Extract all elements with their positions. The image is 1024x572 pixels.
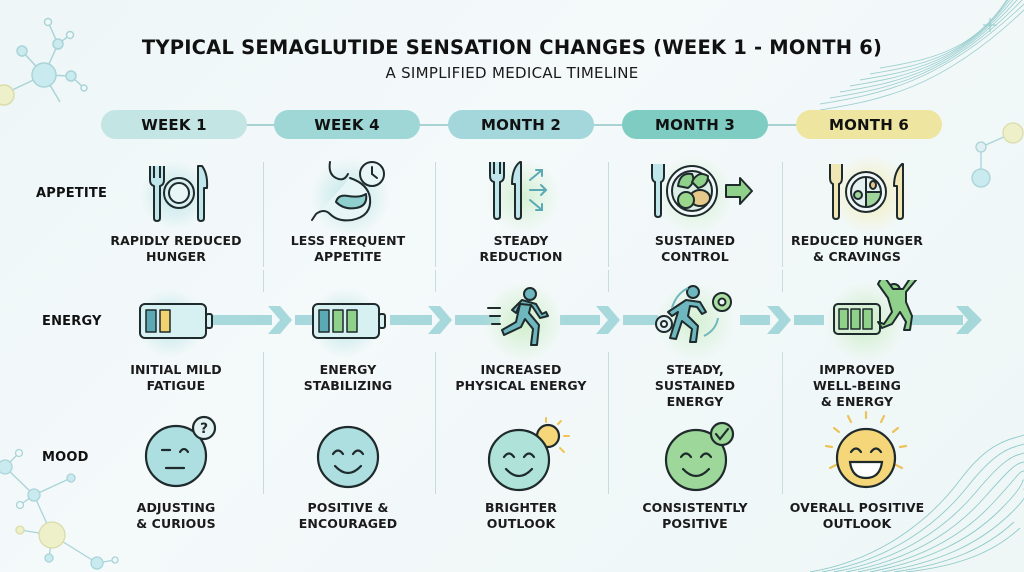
stage-month-3: MONTH 3 xyxy=(622,110,768,139)
stage-month-2: MONTH 2 xyxy=(448,110,594,139)
column-divider xyxy=(782,162,783,267)
column-divider xyxy=(608,162,609,267)
stage-week-4: WEEK 4 xyxy=(274,110,420,139)
column-divider xyxy=(608,270,609,292)
walking-gears-icon xyxy=(655,285,732,343)
sunny-grin-icon xyxy=(824,410,908,489)
face-question-icon: ? xyxy=(144,415,217,488)
stomach-clock-icon xyxy=(311,161,385,222)
svg-text:?: ? xyxy=(200,421,208,437)
appetite-month-6-text: REDUCED HUNGER& CRAVINGS xyxy=(790,233,924,264)
plate-fork-knife-icon xyxy=(149,165,209,222)
smile-face-icon xyxy=(316,425,380,489)
column-divider xyxy=(608,352,609,494)
smile-sun-icon xyxy=(487,417,570,492)
column-divider xyxy=(435,270,436,292)
battery-jumping-person-icon xyxy=(833,280,917,335)
running-person-icon xyxy=(487,287,549,346)
column-divider xyxy=(782,352,783,494)
column-divider xyxy=(782,270,783,292)
mood-week-1-text: ADJUSTING& CURIOUS xyxy=(136,500,216,531)
column-divider xyxy=(263,352,264,494)
page-title: TYPICAL SEMAGLUTIDE SENSATION CHANGES (W… xyxy=(141,36,883,59)
healthy-plate-arrow-icon xyxy=(651,164,753,218)
stage-month-6: MONTH 6 xyxy=(796,110,942,139)
molecule-decoration-right xyxy=(971,122,1024,188)
column-divider xyxy=(263,162,264,267)
stage-week-1: WEEK 1 xyxy=(101,110,247,139)
row-label-appetite: APPETITE xyxy=(36,186,108,201)
mood-week-4-text: POSITIVE &ENCOURAGED xyxy=(298,500,398,531)
smile-check-icon xyxy=(664,421,735,492)
row-label-mood: MOOD xyxy=(42,450,89,465)
battery-low-icon xyxy=(139,303,213,339)
page-subtitle: A SIMPLIFIED MEDICAL TIMELINE xyxy=(385,64,639,82)
portion-plate-icon xyxy=(829,163,904,220)
column-divider xyxy=(263,270,264,292)
column-divider xyxy=(435,352,436,494)
column-divider xyxy=(435,162,436,267)
row-label-energy: ENERGY xyxy=(42,314,102,329)
utensils-arrows-icon xyxy=(489,161,548,220)
battery-medium-icon xyxy=(312,303,386,339)
wave-decoration-top-right xyxy=(820,0,1024,111)
